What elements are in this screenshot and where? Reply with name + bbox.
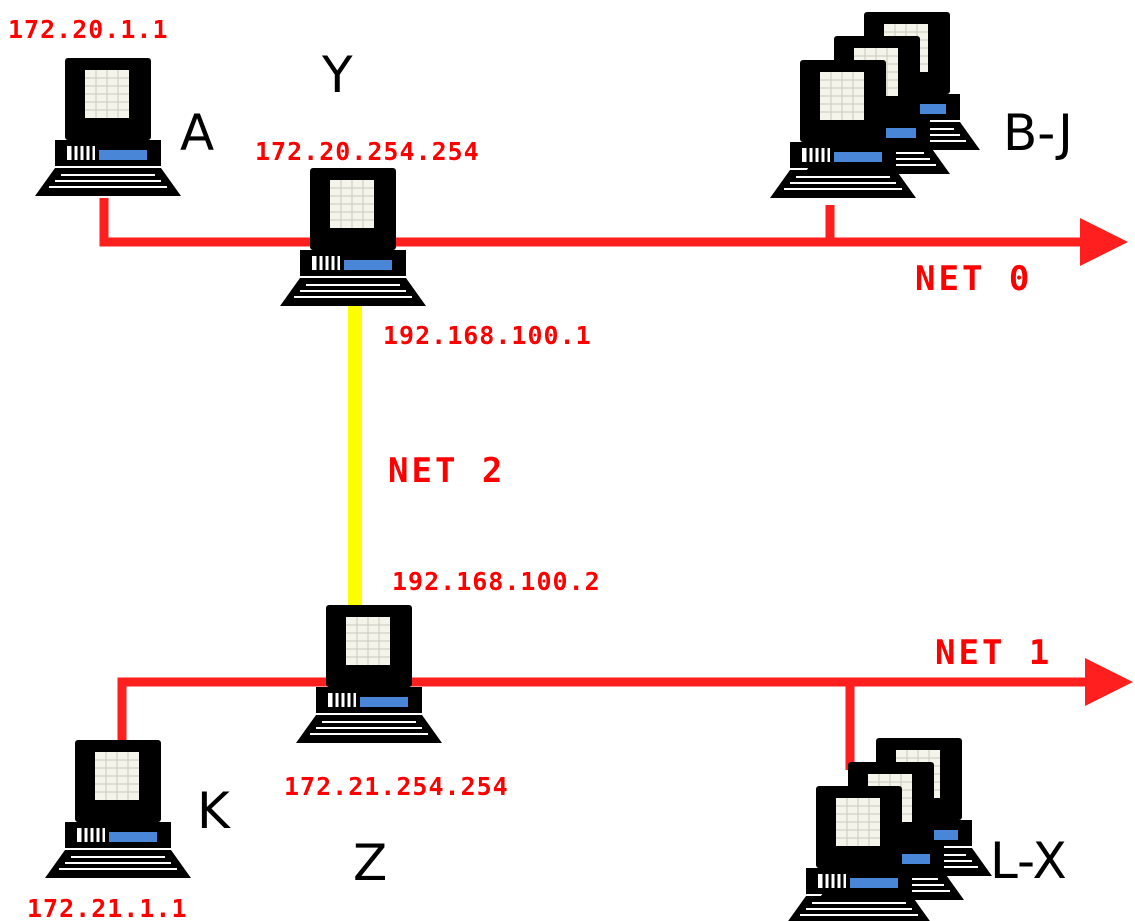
ip-label-y-net0: 172.20.254.254 — [255, 137, 480, 166]
router-y-icon — [278, 166, 428, 308]
host-label-z: Z — [353, 834, 387, 892]
net0-label: NET 0 — [915, 259, 1032, 299]
computer-a-icon — [33, 56, 183, 198]
net1-label: NET 1 — [935, 633, 1052, 673]
ip-label-a: 172.20.1.1 — [8, 15, 169, 44]
host-label-y: Y — [321, 46, 353, 104]
host-label-k: K — [197, 782, 231, 840]
computer-k-icon — [43, 738, 193, 880]
host-label-l-x: L-X — [990, 832, 1067, 890]
net1-arrowhead — [1085, 658, 1133, 706]
ip-label-z-net2: 192.168.100.2 — [392, 567, 601, 596]
computers-b-j-icon — [768, 10, 982, 200]
net0-arrowhead — [1080, 218, 1128, 266]
net0-line — [99, 198, 1128, 266]
net2-label: NET 2 — [388, 451, 505, 491]
ip-label-z-net1: 172.21.254.254 — [284, 772, 509, 801]
computers-l-x-icon — [784, 736, 994, 921]
router-z-icon — [294, 603, 444, 745]
host-label-b-j: B-J — [1003, 104, 1073, 162]
net1-line — [117, 658, 1133, 770]
host-label-a: A — [180, 104, 214, 162]
ip-label-k: 172.21.1.1 — [27, 894, 188, 921]
ip-label-y-net2: 192.168.100.1 — [383, 321, 592, 350]
